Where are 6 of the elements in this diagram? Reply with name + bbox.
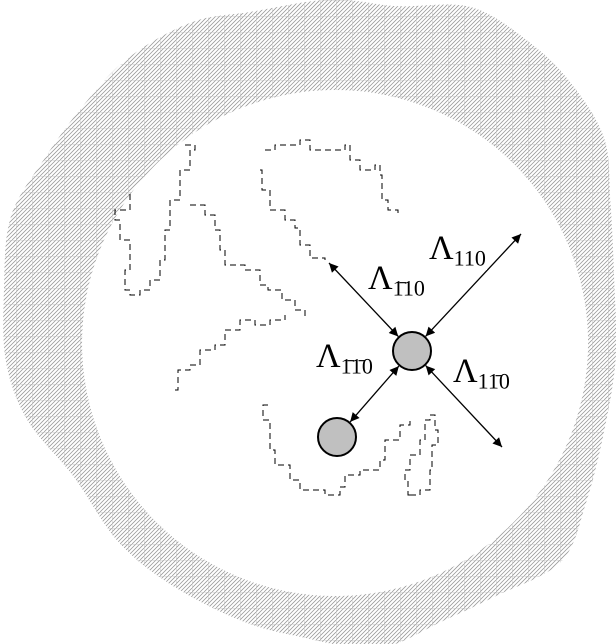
double-headed-arrow	[425, 234, 522, 337]
circle-node	[392, 331, 432, 371]
double-headed-arrow	[328, 262, 399, 337]
double-headed-arrow	[350, 366, 400, 422]
double-headed-arrow	[425, 365, 502, 448]
circle-node	[317, 417, 357, 457]
